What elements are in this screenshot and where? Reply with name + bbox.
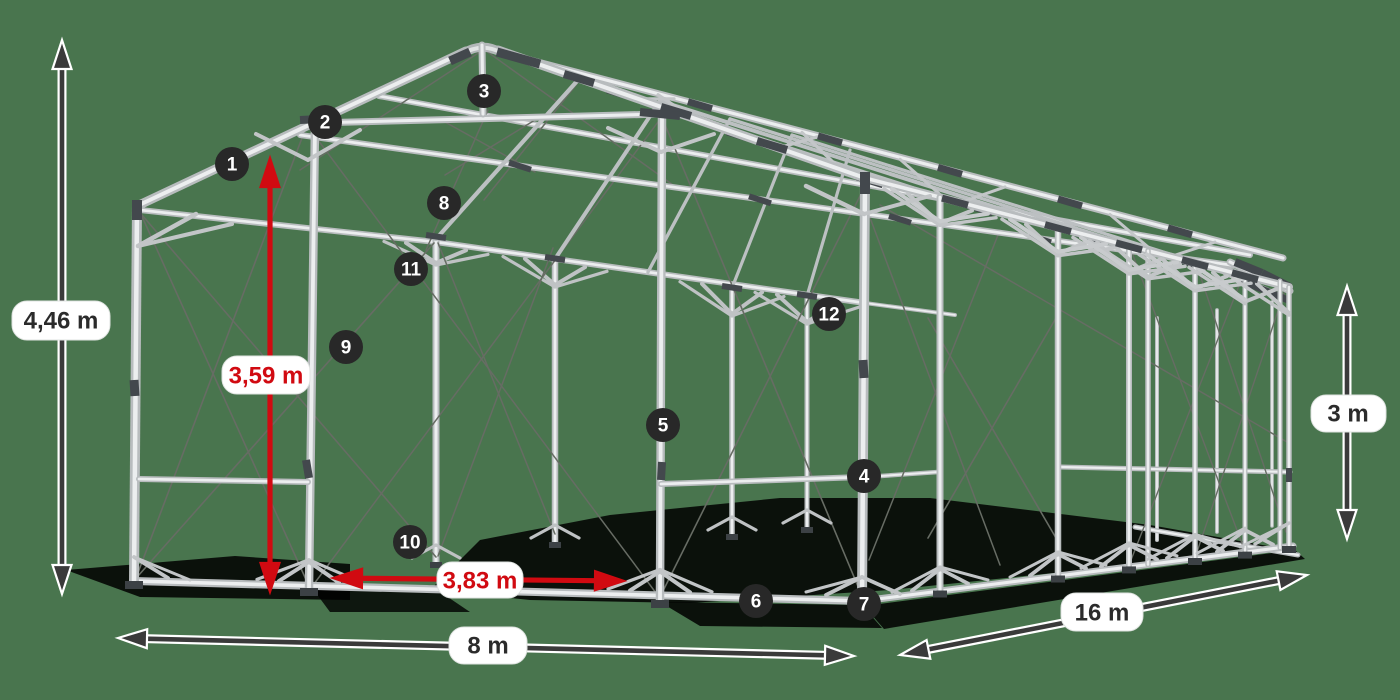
svg-text:16 m: 16 m [1075, 600, 1130, 627]
svg-text:9: 9 [341, 338, 352, 359]
svg-text:5: 5 [658, 416, 669, 437]
svg-text:7: 7 [859, 595, 870, 616]
svg-text:8: 8 [439, 194, 450, 215]
svg-text:4,46 m: 4,46 m [24, 308, 99, 335]
svg-text:11: 11 [401, 260, 422, 281]
svg-text:8 m: 8 m [467, 633, 508, 660]
svg-text:3: 3 [479, 82, 490, 103]
svg-text:3,83 m: 3,83 m [443, 568, 518, 595]
svg-text:3,59 m: 3,59 m [229, 363, 304, 390]
svg-text:10: 10 [399, 533, 420, 554]
svg-text:6: 6 [751, 592, 762, 613]
svg-text:2: 2 [320, 113, 331, 134]
svg-text:4: 4 [859, 467, 870, 488]
svg-text:1: 1 [227, 155, 238, 176]
svg-text:12: 12 [818, 305, 839, 326]
svg-text:3 m: 3 m [1327, 401, 1368, 428]
